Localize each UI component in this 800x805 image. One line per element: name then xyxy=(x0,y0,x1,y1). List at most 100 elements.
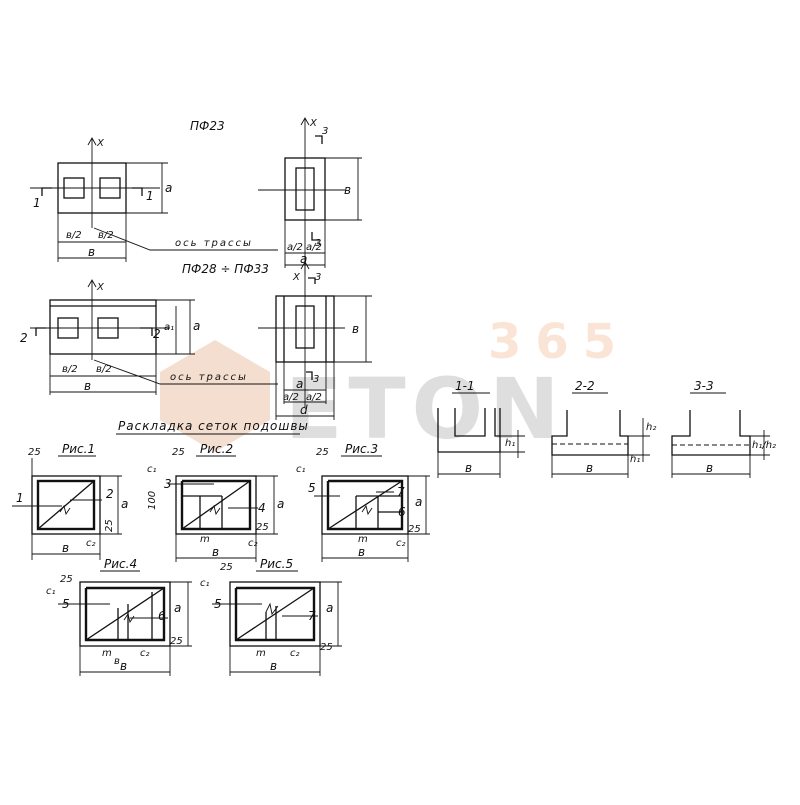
fig1-25b: 25 xyxy=(104,519,115,532)
fig3-a: а xyxy=(415,495,422,509)
dim-b-side-2: в xyxy=(352,322,359,336)
section-1-1-h1: h₁ xyxy=(505,438,515,449)
fig4-b-small: в xyxy=(114,656,120,667)
watermark: 365 ETON xyxy=(160,314,630,458)
fig2-100: 100 xyxy=(147,491,158,510)
dim-b-half-left-2: в/2 xyxy=(62,364,78,375)
fig4-title: Рис.4 xyxy=(104,557,137,571)
x-axis-label-4: X xyxy=(292,272,301,283)
section-1-1-title: 1-1 xyxy=(455,379,475,393)
fig4-25: 25 xyxy=(60,574,73,585)
dim-b-2: в xyxy=(84,379,91,393)
x-axis-label: X xyxy=(96,138,105,149)
fig1-a: а xyxy=(121,497,128,511)
axis-route-label-2: ось трассы xyxy=(170,372,248,383)
figure-2: Рис.2 25 c₁ 100 3 4 а 25 m c₂ в xyxy=(147,442,284,562)
section-mark-2-left: 2 xyxy=(20,331,28,345)
fig1-title: Рис.1 xyxy=(62,442,95,456)
fig2-title: Рис.2 xyxy=(200,442,233,456)
dim-a-half-left-2: а/2 xyxy=(283,392,299,403)
fig2-label-4: 4 xyxy=(258,501,266,515)
fig1-25: 25 xyxy=(28,447,41,458)
dim-b-half-left: в/2 xyxy=(66,230,82,241)
section-3-3-b: в xyxy=(706,461,713,475)
dim-a-half-left: а/2 xyxy=(287,242,303,253)
section-1-1-b: в xyxy=(465,461,472,475)
section-mark-3c: 3 xyxy=(315,272,321,283)
fig3-label-5: 5 xyxy=(308,481,316,495)
fig5-label-5: 5 xyxy=(214,597,222,611)
fig4-m: m xyxy=(102,648,112,659)
x-axis-label-2: X xyxy=(309,118,318,129)
fig2-label-3: 3 xyxy=(164,477,172,491)
fig4-label-6: 6 xyxy=(158,609,166,623)
fig2-c1: c₁ xyxy=(147,464,157,475)
dim-a-half-right: а/2 xyxy=(306,242,322,253)
figure-1: Рис.1 25 1 2 а 25 в c₂ xyxy=(12,442,128,560)
fig2-c2: c₂ xyxy=(248,538,258,549)
section-mark-3b: 3 xyxy=(315,238,321,249)
pf23-plan: ПФ23 X 1 1 а в/2 в/2 в ось трассы xyxy=(30,119,278,262)
fig4-b: в xyxy=(120,659,127,673)
section-2-2-h1: h₁ xyxy=(630,454,640,465)
section-3-3-title: 3-3 xyxy=(694,379,714,393)
fig1-b: в xyxy=(62,541,69,555)
dim-a-half-right-2: а/2 xyxy=(306,392,322,403)
fig4-c1: c₁ xyxy=(46,586,56,597)
section-mark-3d: 3 xyxy=(313,374,319,385)
fig5-title: Рис.5 xyxy=(260,557,293,571)
fig3-m: m xyxy=(358,534,368,545)
dim-a-2: а xyxy=(193,319,200,333)
fig3-label-7: 7 xyxy=(397,485,405,499)
fig2-25b: 25 xyxy=(256,522,269,533)
fig4-25b: 25 xyxy=(170,636,183,647)
fig2-a: а xyxy=(277,497,284,511)
fig5-c2: c₂ xyxy=(290,648,300,659)
watermark-word: ETON xyxy=(285,360,565,458)
section-1-1: 1-1 в h₁ xyxy=(437,379,525,478)
pf28-33-side: X 3 в 3 а а/2 а/2 d xyxy=(258,261,372,420)
dim-b-side: в xyxy=(344,183,351,197)
fig2-m: m xyxy=(200,534,210,545)
section-mark-2-right: 2 xyxy=(153,327,161,341)
fig5-c1: c₁ xyxy=(200,578,210,589)
pf28-33-title: ПФ28 ÷ ПФ33 xyxy=(182,262,269,276)
fig3-c2: c₂ xyxy=(396,538,406,549)
fig5-25: 25 xyxy=(220,562,233,573)
fig1-label-1: 1 xyxy=(16,491,24,505)
dim-b-half-right: в/2 xyxy=(98,230,114,241)
watermark-number: 365 xyxy=(488,314,630,370)
figure-3: Рис.3 25 c₁ 5 7 6 а 25 m c₂ в xyxy=(296,442,430,562)
fig5-m: m xyxy=(256,648,266,659)
fig4-a: а xyxy=(174,601,181,615)
dim-b: в xyxy=(88,245,95,259)
figure-5: Рис.5 25 c₁ 5 7 а 25 m c₂ в xyxy=(200,557,342,676)
fig5-label-7: 7 xyxy=(308,609,316,623)
dim-b-half-right-2: в/2 xyxy=(96,364,112,375)
fig5-a: а xyxy=(326,601,333,615)
dim-a-side: а xyxy=(300,252,307,266)
x-axis-label-3: X xyxy=(96,282,105,293)
section-2-2-b: в xyxy=(586,461,593,475)
fig4-label-5: 5 xyxy=(62,597,70,611)
pf28-33-plan: ПФ28 ÷ ПФ33 X 2 2 а₁ а в/2 в/2 в ось тра… xyxy=(20,262,278,395)
dim-d: d xyxy=(300,403,308,417)
fig2-b: в xyxy=(212,545,219,559)
fig3-25b: 25 xyxy=(408,524,421,535)
fig2-25: 25 xyxy=(172,447,185,458)
dim-a: а xyxy=(165,181,172,195)
axis-route-label: ось трассы xyxy=(175,238,253,249)
section-mark-right: 1 xyxy=(146,189,154,203)
dim-a-side-2: а xyxy=(296,377,303,391)
section-2-2: 2-2 в h₂ h₁ xyxy=(551,379,656,478)
pf23-title: ПФ23 xyxy=(190,119,225,133)
fig3-label-6: 6 xyxy=(398,505,406,519)
dim-a1: а₁ xyxy=(164,322,174,333)
section-3-3-h1h2: h₁/h₂ xyxy=(752,440,776,451)
section-mark-left: 1 xyxy=(33,196,41,210)
fig3-title: Рис.3 xyxy=(345,442,378,456)
fig5-b: в xyxy=(270,659,277,673)
section-3-3: 3-3 в h₁/h₂ xyxy=(671,379,776,478)
